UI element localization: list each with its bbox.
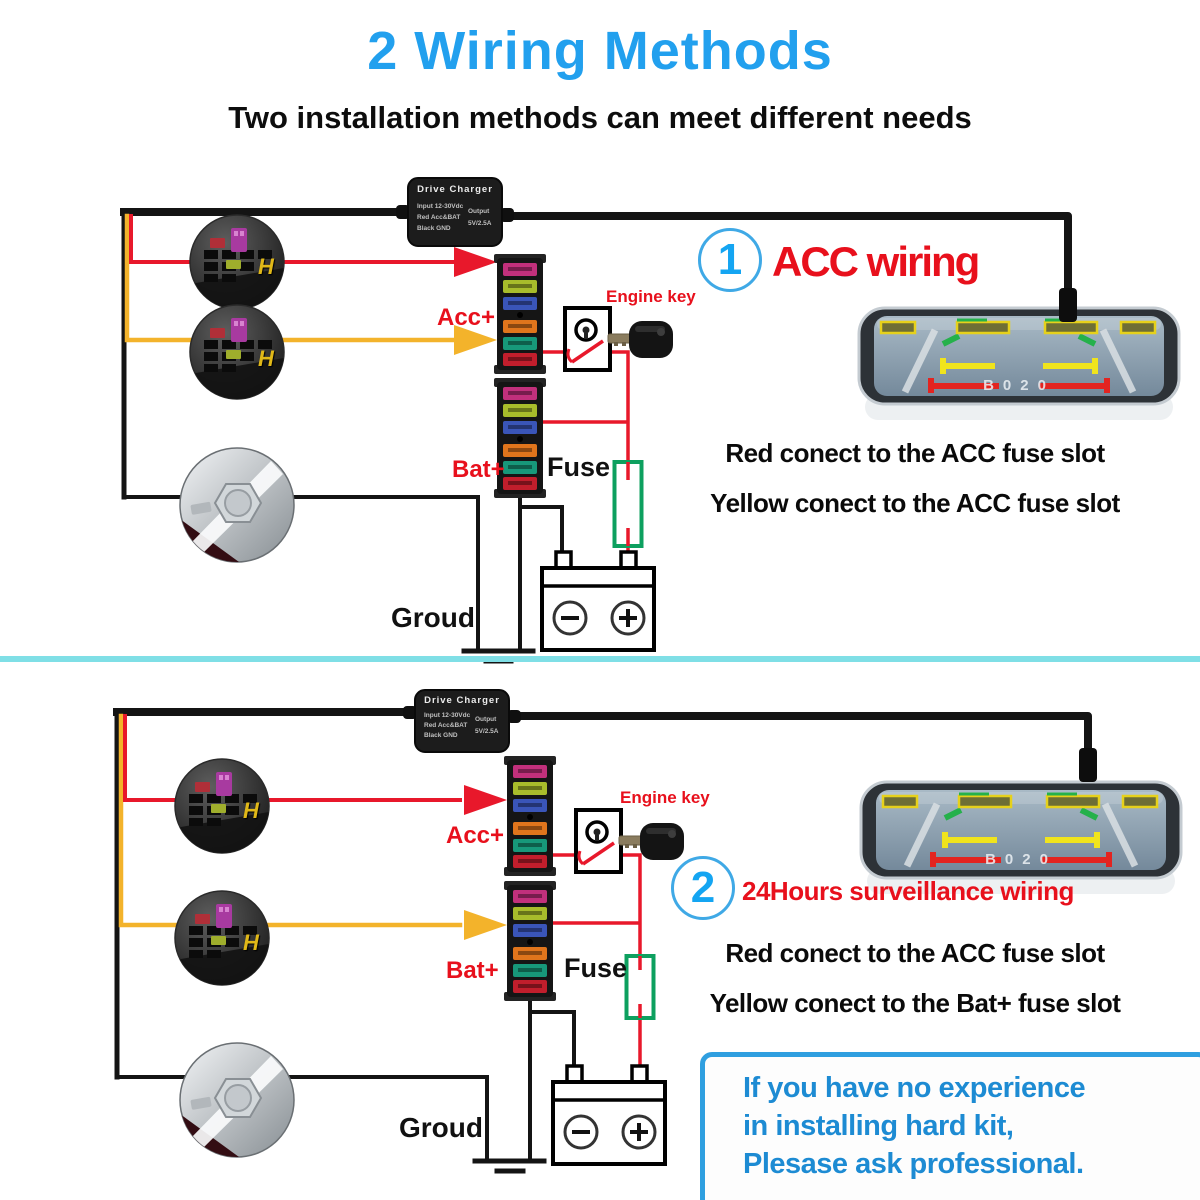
car-battery-2 xyxy=(551,1064,667,1166)
method2-note-yellow: Yellow conect to the Bat+ fuse slot xyxy=(709,988,1121,1018)
mirror-screen-text-2: B020 xyxy=(985,851,1057,868)
ground-label-1: Groud xyxy=(391,602,475,633)
ground-label-2: Groud xyxy=(399,1112,483,1143)
yellow-arrow-1 xyxy=(454,325,497,355)
charger-title: Drive Charger xyxy=(424,695,500,706)
warning-note-box: If you have no experience in installing … xyxy=(700,1052,1200,1200)
method2-note-red: Red conect to the ACC fuse slot xyxy=(725,938,1105,968)
usb-connector-2 xyxy=(1079,748,1097,782)
method2-heading: 24Hours surveillance wiring xyxy=(742,876,1074,906)
red-arrow-1 xyxy=(454,247,497,277)
photo-letter-2: H xyxy=(258,346,274,371)
method1-number: 1 xyxy=(717,235,743,284)
charger-output-label: Output xyxy=(475,716,497,723)
car-battery-1 xyxy=(540,550,656,652)
fuse-label-2: Fuse xyxy=(564,953,628,983)
acc-label-1: Acc+ xyxy=(437,304,496,331)
acc-fuse-block-1 xyxy=(494,254,546,374)
fuse-label-1: Fuse xyxy=(547,452,611,482)
ground-bolt-photo-2 xyxy=(180,1043,294,1157)
charger-black-wire-spec: Black GND xyxy=(417,225,451,232)
method2-number-badge: 2 xyxy=(671,856,735,920)
warning-line-2: in installing hard kit, xyxy=(743,1110,1014,1142)
drive-charger-2 xyxy=(403,689,521,753)
engine-key-switch-2 xyxy=(574,808,686,874)
red-arrow-2 xyxy=(464,785,507,815)
page-title: 2 Wiring Methods xyxy=(367,21,833,81)
charger-input-spec: Input 12-30Vdc xyxy=(424,712,471,719)
engine-key-label-2: Engine key xyxy=(620,788,710,807)
method1-note-yellow: Yellow conect to the ACC fuse slot xyxy=(710,488,1120,518)
bat-label-1: Bat+ xyxy=(452,456,505,483)
charger-black-wire-spec: Black GND xyxy=(424,732,458,739)
mirror-screen-text-1: B020 xyxy=(983,377,1055,394)
method1-number-badge: 1 xyxy=(698,228,762,292)
yellow-arrow-2 xyxy=(464,910,507,940)
charger-output-spec: 5V/2.5A xyxy=(475,728,499,735)
method2-number: 2 xyxy=(690,863,716,912)
photo-letter-1: H xyxy=(258,254,274,279)
acc-fuse-block-2 xyxy=(504,756,556,876)
acc-label-2: Acc+ xyxy=(446,822,505,849)
method1-heading: ACC wiring xyxy=(772,238,980,285)
method2-wires xyxy=(113,708,1092,1174)
bat-label-2: Bat+ xyxy=(446,957,499,984)
photo-letter-3: H xyxy=(243,798,259,823)
charger-output-spec: 5V/2.5A xyxy=(468,220,492,227)
charger-red-wire-spec: Red Acc&BAT xyxy=(424,722,468,729)
charger-output-label: Output xyxy=(468,208,490,215)
engine-key-label-1: Engine key xyxy=(606,287,696,306)
page-subtitle: Two installation methods can meet differ… xyxy=(228,100,972,135)
photo-letter-4: H xyxy=(243,930,259,955)
warning-line-3: Plesase ask professional. xyxy=(743,1148,1084,1180)
bat-fuse-block-2 xyxy=(504,881,556,1001)
charger-input-spec: Input 12-30Vdc xyxy=(417,203,464,210)
charger-red-wire-spec: Red Acc&BAT xyxy=(417,214,461,221)
usb-connector-1 xyxy=(1059,288,1077,322)
ground-bolt-photo-1 xyxy=(180,448,294,562)
charger-title: Drive Charger xyxy=(417,184,493,195)
method1-wires xyxy=(120,208,1072,664)
section-divider xyxy=(0,656,1200,662)
engine-key-switch-1 xyxy=(563,306,675,372)
drive-charger-1 xyxy=(396,177,514,247)
method1-note-red: Red conect to the ACC fuse slot xyxy=(725,438,1105,468)
drive-charger-label-1: Drive Charger Input 12-30Vdc Red Acc&BAT… xyxy=(408,178,502,246)
warning-line-1: If you have no experience xyxy=(743,1072,1086,1104)
mirror-dashcam-1 xyxy=(859,308,1179,420)
drive-charger-label-2: Drive Charger Input 12-30Vdc Red Acc&BAT… xyxy=(415,690,509,752)
